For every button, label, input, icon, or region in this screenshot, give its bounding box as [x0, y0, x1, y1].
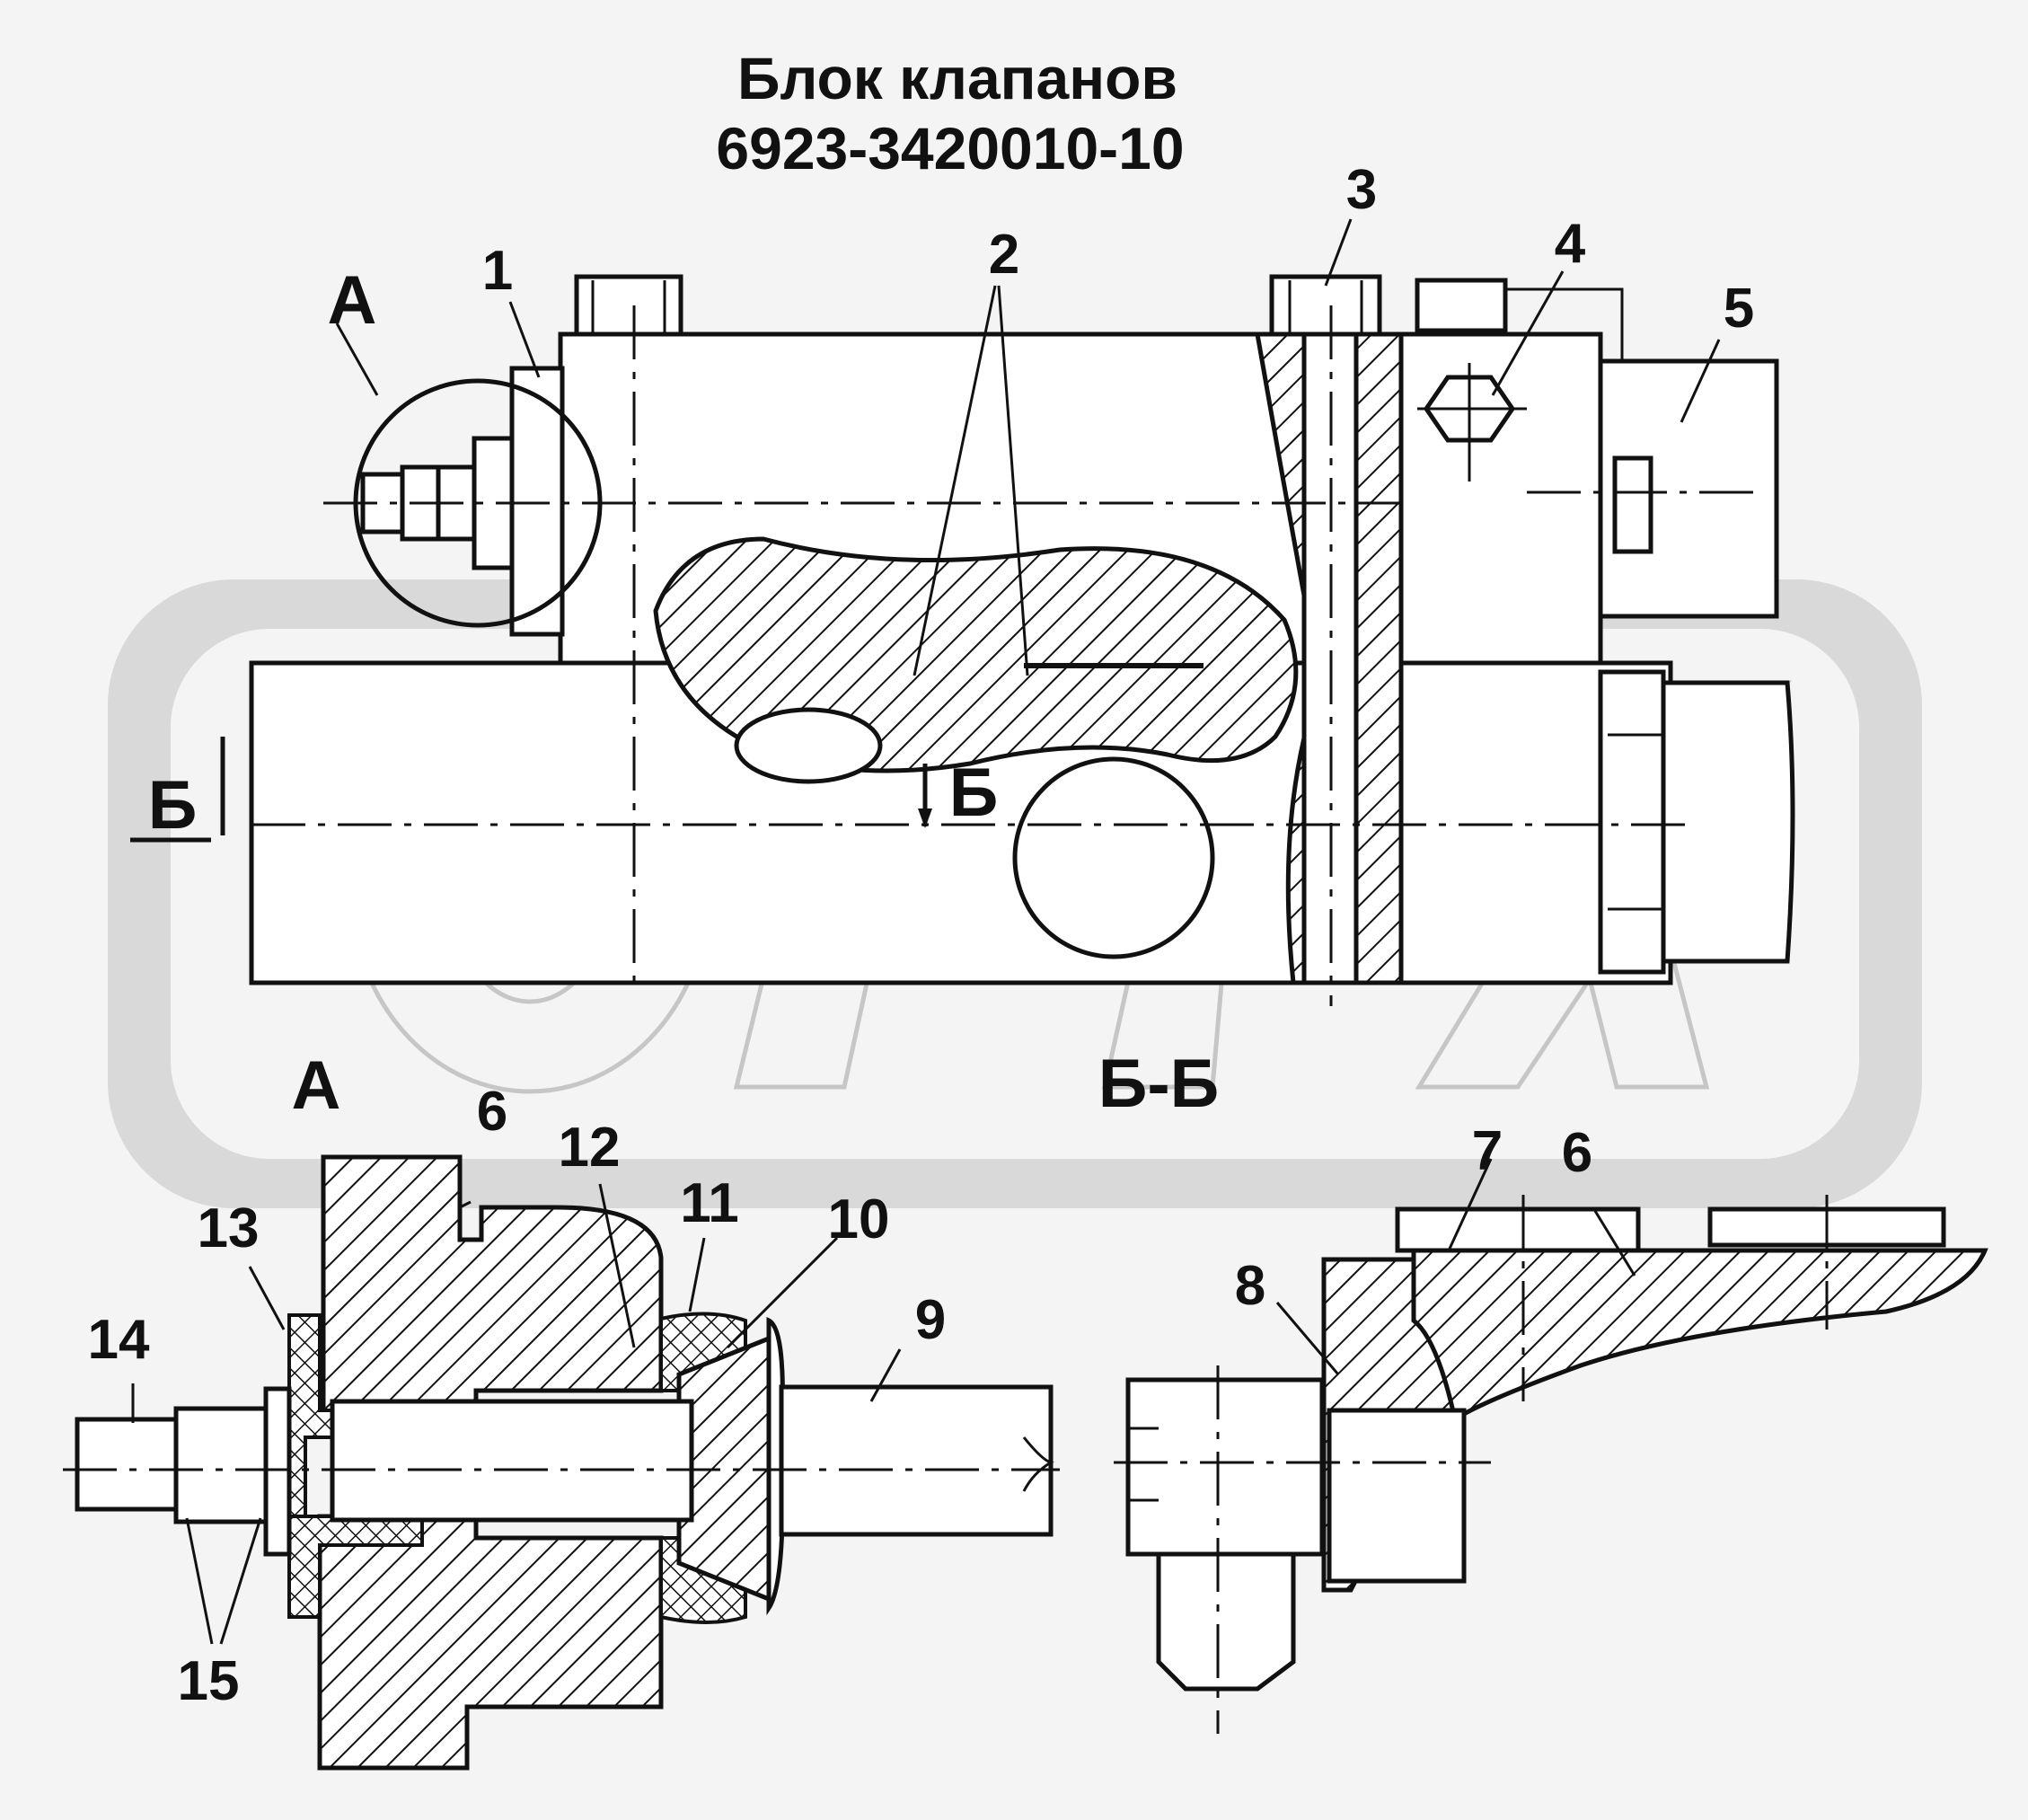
- callouts: 1 2 3 4 5 6 12 11 10 9 13 14 15 7 6 8: [88, 159, 1755, 1712]
- stem-9: [779, 1384, 1054, 1537]
- main-leaders: [508, 218, 1721, 676]
- body-upper-section: [321, 1154, 664, 1415]
- callout-10: 10: [828, 1188, 890, 1250]
- callout-6-detail-a: 6: [477, 1081, 507, 1143]
- title-line-name: Блок клапанов: [737, 45, 1177, 111]
- section-body-upper: [1411, 1248, 1988, 1424]
- callout-13: 13: [198, 1197, 260, 1259]
- callout-6-section: 6: [1562, 1122, 1592, 1184]
- main-view: [130, 274, 1795, 1006]
- callout-7: 7: [1472, 1120, 1503, 1182]
- nut-14: [75, 1417, 179, 1512]
- end-cap-ring: [1598, 669, 1666, 975]
- end-cap: [1661, 680, 1795, 964]
- callout-8: 8: [1235, 1255, 1265, 1317]
- section-b-mark-left: Б: [148, 767, 198, 844]
- plate-top-left: [1395, 1206, 1641, 1253]
- title-line-part-number: 6923-3420010-10: [716, 115, 1184, 181]
- detail-a-marker: А: [328, 262, 377, 339]
- callout-9: 9: [915, 1289, 946, 1351]
- callout-2: 2: [989, 224, 1019, 286]
- callout-11: 11: [680, 1172, 739, 1234]
- bore-channel: [330, 1399, 694, 1523]
- callout-4: 4: [1555, 213, 1586, 275]
- callout-1: 1: [482, 240, 513, 302]
- section-b-mark-mid: Б: [949, 755, 999, 831]
- detail-a-title: А: [292, 1047, 341, 1124]
- body-lower-section: [317, 1514, 664, 1771]
- section-b-b: [1114, 1158, 1988, 1734]
- spool-bore: [1012, 756, 1215, 959]
- callout-14: 14: [88, 1309, 150, 1371]
- section-b-b-title: Б-Б: [1098, 1046, 1220, 1122]
- fitting-nozzle: [1156, 1551, 1296, 1692]
- callout-3: 3: [1346, 159, 1377, 221]
- callout-15: 15: [178, 1650, 240, 1712]
- drawing-title: Блок клапанов 6923-3420010-10: [716, 45, 1184, 181]
- fitting-top: [1415, 278, 1508, 333]
- detail-a: [63, 1154, 1060, 1771]
- fitting-body: [1125, 1377, 1325, 1557]
- callout-5: 5: [1724, 278, 1754, 340]
- callout-12: 12: [559, 1117, 621, 1179]
